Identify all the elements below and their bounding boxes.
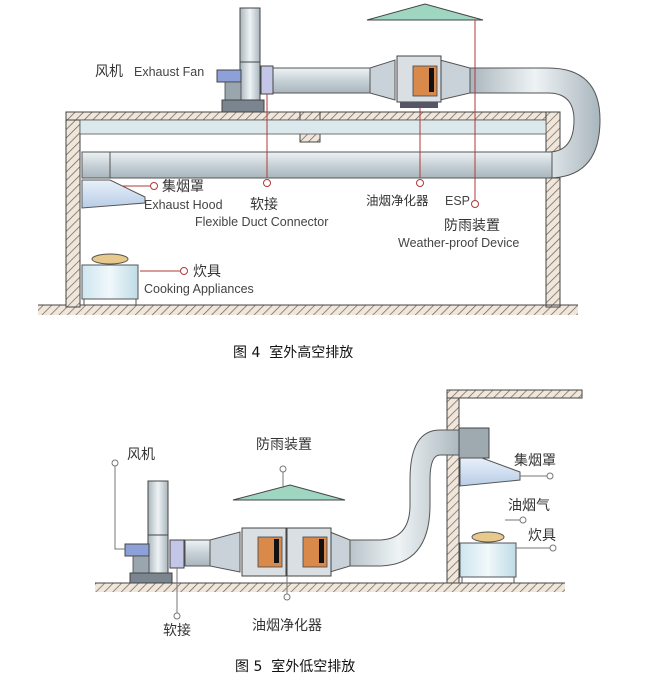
label-rain-cn: 防雨装置 xyxy=(444,218,500,234)
rain-cap xyxy=(366,3,484,21)
fan-motor xyxy=(216,69,242,83)
fan-motor xyxy=(124,543,150,557)
label-esp-en: ESP xyxy=(445,194,470,208)
figure-4-caption: 图 4 室外高空排放 xyxy=(233,344,353,361)
exhaust-hood xyxy=(459,457,521,487)
fan-stack xyxy=(239,7,261,103)
label-fume: 油烟气 xyxy=(508,498,550,514)
label-cooker: 炊具 xyxy=(528,528,556,544)
s-bend-duct xyxy=(334,429,463,567)
hood-collar xyxy=(458,427,490,459)
label-connector-cn: 软接 xyxy=(250,196,278,213)
exhaust-hood xyxy=(81,179,146,209)
floor-hatch xyxy=(95,583,565,592)
flexible-connector xyxy=(169,539,185,569)
figure-5-caption: 图 5 室外低空排放 xyxy=(235,658,355,675)
floor-hatch xyxy=(278,305,578,315)
fan-base xyxy=(221,99,265,113)
rain-cap xyxy=(232,484,346,501)
label-connector: 软接 xyxy=(163,622,191,639)
label-cooker-cn: 炊具 xyxy=(193,264,221,280)
cooking-appliance xyxy=(81,264,139,300)
label-hood: 集烟罩 xyxy=(514,452,556,469)
cooking-appliance xyxy=(459,542,517,578)
figure-4: 风机 Exhaust Fan 集烟罩 Exhaust Hood 软接 Flexi… xyxy=(38,3,601,361)
building-roof xyxy=(446,389,583,399)
label-fan: 风机 xyxy=(127,447,155,463)
label-cooker-en: Cooking Appliances xyxy=(144,282,254,296)
label-rain-device: 防雨装置 xyxy=(256,437,312,453)
floor-hatch xyxy=(38,305,278,315)
roof-duct xyxy=(271,67,371,94)
leader-lines xyxy=(122,20,479,275)
label-rain-en: Weather-proof Device xyxy=(398,236,519,250)
building-wall xyxy=(446,389,460,584)
label-hood-en: Exhaust Hood xyxy=(144,198,223,212)
flexible-connector xyxy=(260,65,274,95)
fan-base xyxy=(129,572,173,584)
fan-stack xyxy=(147,480,169,578)
u-bend-duct xyxy=(469,67,601,179)
leader-lines xyxy=(111,459,557,620)
label-fan-en: Exhaust Fan xyxy=(134,65,204,79)
label-hood-cn: 集烟罩 xyxy=(162,178,204,195)
left-wall xyxy=(65,111,81,308)
label-esp: 油烟净化器 xyxy=(252,618,322,634)
label-esp-cn: 油烟净化器 xyxy=(366,193,429,208)
label-fan-cn: 风机 xyxy=(95,64,123,80)
label-connector-en: Flexible Duct Connector xyxy=(195,215,328,229)
indoor-duct xyxy=(81,151,553,179)
figure-5: 风机 防雨装置 集烟罩 油烟气 炊具 软接 油烟净化器 图 5 室外低空排放 xyxy=(95,389,583,675)
